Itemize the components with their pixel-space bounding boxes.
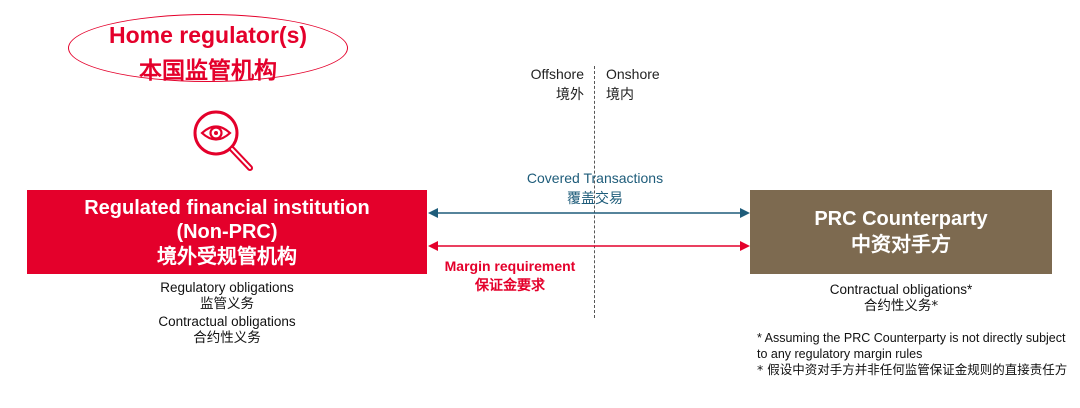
- regulatory-obligations-cn: 监管义务: [200, 296, 254, 312]
- regulated-institution-name-cn: 境外受规管机构: [157, 244, 297, 268]
- arrows-group: [428, 208, 750, 251]
- footnote-cn: * 假设中资对手方并非任何监管保证金规则的直接责任方: [757, 362, 1068, 377]
- prc-counterparty-name-cn: 中资对手方: [851, 232, 951, 256]
- regulated-institution-name-en: Regulated financial institution: [84, 197, 370, 219]
- magnifier-eye-icon: [193, 110, 253, 171]
- left-obligations: Regulatory obligations 监管义务 Contractual …: [27, 279, 427, 347]
- regulated-institution-box: Regulated financial institution (Non-PRC…: [27, 190, 427, 274]
- offshore-label-cn: 境外: [556, 87, 584, 103]
- contractual-obligations-en: Contractual obligations: [158, 314, 296, 329]
- covered-transactions-arrow: [428, 208, 750, 218]
- prc-counterparty-box: PRC Counterparty 中资对手方: [750, 190, 1052, 274]
- onshore-label-cn: 境内: [606, 87, 634, 103]
- regulatory-obligations-en: Regulatory obligations: [160, 280, 294, 295]
- contractual-obligations-cn: 合约性义务: [193, 330, 261, 346]
- margin-requirement-label-en: Margin requirement: [444, 258, 576, 274]
- prc-counterparty-name-en: PRC Counterparty: [814, 208, 988, 230]
- home-regulator-ellipse: [68, 14, 348, 82]
- footnote: * Assuming the PRC Counterparty is not d…: [757, 330, 1075, 378]
- home-regulator-title-cn: 本国监管机构: [139, 58, 277, 84]
- margin-requirement-arrow: [428, 241, 750, 251]
- covered-transactions-label-cn: 覆盖交易: [567, 191, 623, 207]
- onshore-label-en: Onshore: [606, 66, 660, 82]
- offshore-onshore-divider: [594, 66, 595, 318]
- right-obligations: Contractual obligations* 合约性义务*: [750, 281, 1052, 315]
- covered-transactions-label-en: Covered Transactions: [526, 170, 664, 186]
- regulated-institution-non-prc: (Non-PRC): [176, 221, 278, 243]
- counterparty-contractual-obligations-en: Contractual obligations*: [829, 282, 973, 297]
- offshore-label-en: Offshore: [530, 66, 584, 82]
- counterparty-contractual-obligations-cn: 合约性义务*: [863, 298, 939, 314]
- home-regulator-title-en: Home regulator(s): [108, 22, 308, 48]
- margin-requirement-label-cn: 保证金要求: [475, 278, 545, 294]
- footnote-en: * Assuming the PRC Counterparty is not d…: [757, 331, 1066, 361]
